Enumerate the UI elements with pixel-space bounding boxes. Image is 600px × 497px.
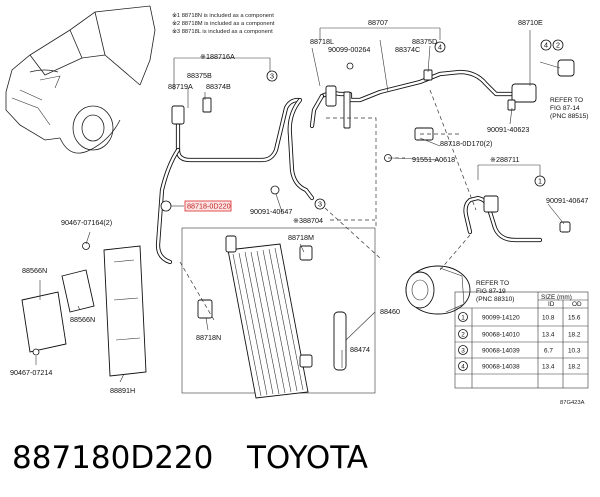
discharge-hose-assembly [155, 57, 301, 265]
refer-to-fig-87-14[interactable]: REFER TO FIG 87-14 (PNC 88515) [550, 97, 588, 120]
marker-3-mid: 3 [314, 198, 326, 210]
label-88707: 88707 [368, 18, 388, 27]
label-88710E: 88710E [518, 18, 543, 27]
callout-lines [35, 30, 565, 383]
label-88474: 88474 [350, 345, 370, 354]
label-88718-0D220[interactable]: 88718-0D220 [187, 202, 231, 211]
label-88375B: 88375B [187, 71, 212, 80]
marker-4-right: 4 [540, 39, 552, 51]
label-88718N: 88718N [196, 333, 221, 342]
label-88718L: 88718L [310, 37, 334, 46]
svg-text:REFER TO: REFER TO [476, 280, 509, 287]
svg-text:REFER TO: REFER TO [550, 97, 583, 104]
svg-text:90068-14038: 90068-14038 [482, 364, 520, 371]
label-90091-40623: 90091-40623 [487, 125, 529, 134]
marker-3-top: 3 [266, 70, 278, 82]
label-88716A: ※188716A [200, 52, 235, 61]
svg-text:(PNC 88515): (PNC 88515) [550, 113, 588, 120]
svg-text:10.8: 10.8 [542, 315, 555, 322]
svg-text:4: 4 [544, 41, 548, 50]
size-table-title: SIZE (mm) [541, 294, 572, 301]
label-90099-00264: 90099-00264 [328, 45, 370, 54]
size-row-4: 4 90068-14038 13.4 18.2 [458, 361, 581, 371]
svg-text:13.4: 13.4 [542, 332, 555, 339]
label-88375D: 88375D [412, 37, 437, 46]
size-row-1: 1 90099-14120 10.8 15.6 [458, 312, 581, 322]
svg-text:90099-14120: 90099-14120 [482, 315, 520, 322]
svg-text:18.2: 18.2 [568, 332, 581, 339]
label-88566N: 88566N [70, 315, 95, 324]
vehicle-sketch [5, 5, 156, 154]
highlighted-part-88718-0D220[interactable]: 88718-0D220 [184, 200, 232, 212]
marker-1-right: 1 [534, 175, 546, 187]
label-88718M: 88718M [288, 233, 314, 242]
svg-text:2: 2 [461, 332, 465, 339]
suction-hose-88711 [463, 164, 571, 243]
svg-text:FIG 87-14: FIG 87-14 [550, 105, 580, 112]
svg-text:90068-14010: 90068-14010 [482, 332, 520, 339]
svg-text:10.3: 10.3 [568, 348, 581, 355]
svg-text:1: 1 [461, 315, 465, 322]
size-table: SIZE (mm) ID OD 1 90099-14120 10.8 15.6 … [454, 291, 589, 389]
svg-text:4: 4 [438, 43, 442, 52]
svg-text:2: 2 [556, 41, 560, 50]
size-table-header-od: OD [572, 301, 582, 308]
marker-2-right: 2 [552, 39, 564, 51]
svg-text:3: 3 [461, 348, 465, 355]
svg-text:1: 1 [538, 177, 542, 186]
svg-text:18.2: 18.2 [568, 364, 581, 371]
label-90091-40647-mid: 90091-40647 [250, 207, 292, 216]
marker-4-top: 4 [434, 41, 446, 53]
svg-text:90068-14039: 90068-14039 [482, 348, 520, 355]
size-row-2: 2 90068-14010 13.4 18.2 [458, 329, 581, 339]
condenser-assembly [181, 227, 376, 399]
label-88374C: 88374C [395, 45, 420, 54]
svg-text:(PNC 88310): (PNC 88310) [476, 296, 514, 303]
footer-brand: TOYOTA [246, 440, 368, 476]
circled-markers: 3 4 4 2 3 1 [266, 39, 564, 210]
note-1: ※1 88718N is included as a component [172, 12, 274, 19]
label-88711: ※288711 [490, 155, 519, 164]
svg-text:4: 4 [461, 364, 465, 371]
component-notes: ※1 88718N is included as a component ※2 … [172, 12, 275, 35]
svg-text:FIG 87-19: FIG 87-19 [476, 288, 506, 295]
brackets [21, 242, 147, 377]
label-88704: ※388704 [293, 216, 323, 225]
label-90467-07164: 90467-07164(2) [61, 218, 112, 227]
pipe-88704 [270, 97, 315, 201]
diagram-code: 87G423A [560, 400, 585, 406]
label-88460: 88460 [380, 307, 400, 316]
svg-text:13.4: 13.4 [542, 364, 555, 371]
label-88374B: 88374B [206, 82, 231, 91]
size-table-header-id: ID [548, 301, 555, 308]
footer-part-number: 887180D220 [12, 440, 213, 476]
note-3: ※3 88718L is included as a component [172, 28, 273, 35]
label-88566N-top: 88566N [22, 266, 47, 275]
label-90091-40647-right: 90091-40647 [546, 196, 588, 205]
svg-text:3: 3 [270, 72, 274, 81]
label-88718-0D170: 88718-0D170(2) [440, 139, 492, 148]
svg-text:6.7: 6.7 [544, 348, 553, 355]
compressor [405, 265, 471, 315]
refer-to-fig-87-19[interactable]: REFER TO FIG 87-19 (PNC 88310) [476, 280, 514, 303]
suction-tube-assembly [309, 27, 575, 162]
svg-text:15.6: 15.6 [568, 315, 581, 322]
condenser-fins [232, 247, 304, 397]
footer: 887180D220 TOYOTA [12, 440, 368, 476]
part-labels: ※188716A 88375B 88719A 88374B 88707 8871… [10, 18, 588, 406]
label-88891H: 88891H [110, 386, 135, 395]
note-2: ※2 88718M is included as a component [172, 20, 275, 27]
size-row-3: 3 90068-14039 6.7 10.3 [458, 345, 581, 355]
label-88719A: 88719A [168, 82, 193, 91]
label-91551-A0618: 91551-A0618 [412, 155, 455, 164]
label-90467-07214: 90467-07214 [10, 368, 52, 377]
svg-text:3: 3 [318, 200, 322, 209]
